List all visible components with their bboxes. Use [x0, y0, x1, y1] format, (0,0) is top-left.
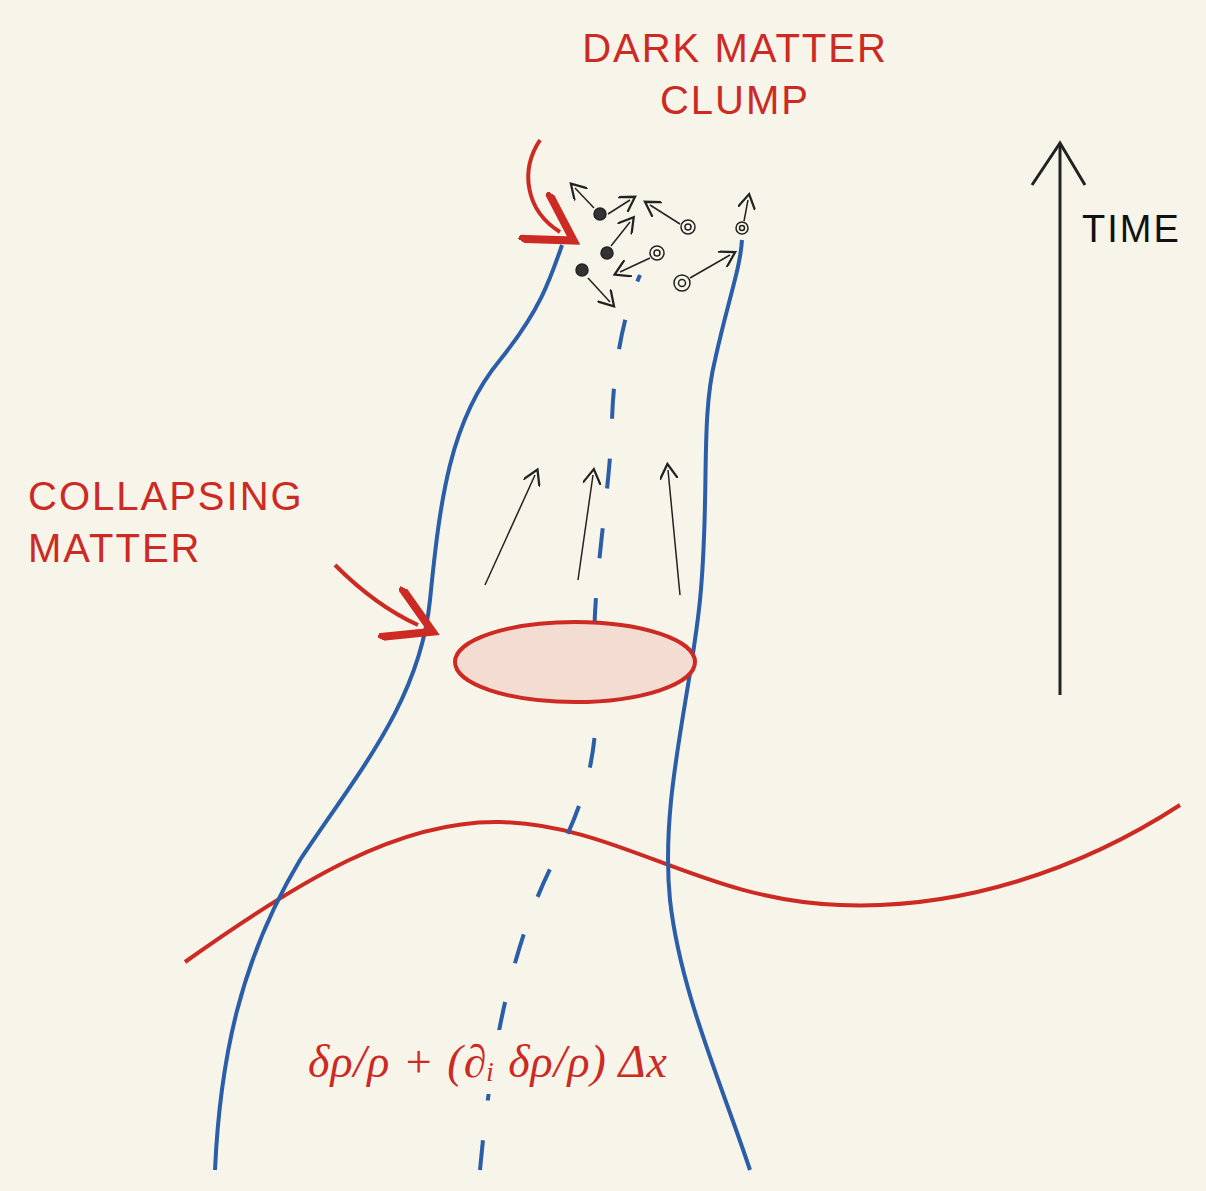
time-arrowhead [1032, 143, 1085, 185]
formula: δρ/ρ + (∂ᵢ δρ/ρ) Δx [300, 1030, 676, 1094]
collapsing-region [455, 622, 695, 702]
dark-matter-particles [575, 188, 748, 302]
spatial-slice [185, 805, 1180, 962]
flow-arrows [485, 470, 680, 595]
worldtube-right [668, 240, 750, 1170]
callout-label: COLLAPSING MATTER [28, 470, 408, 574]
callout-label: DARK MATTER CLUMP [565, 22, 905, 126]
leader-arrow [528, 140, 560, 232]
time-axis [1059, 145, 1062, 695]
leader-arrow [335, 565, 418, 625]
axis-label: TIME [1082, 205, 1181, 254]
